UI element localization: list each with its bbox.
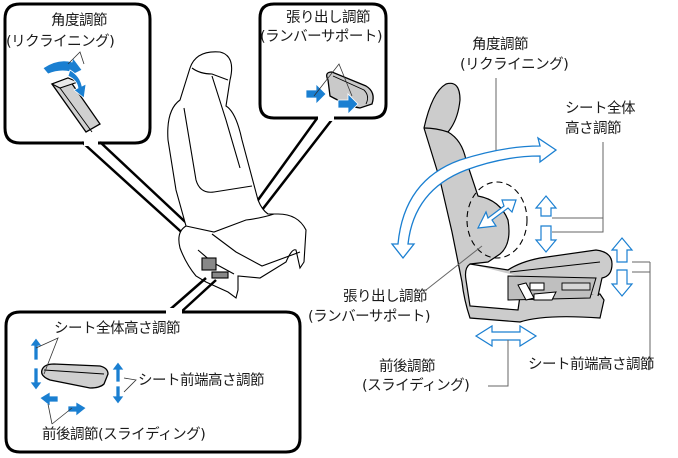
- seat-height-arrows: [534, 195, 634, 297]
- seat-side-view: [423, 82, 613, 323]
- seat-front-view: [167, 51, 307, 299]
- side-recline-subtitle: (リクライニング): [460, 57, 569, 73]
- callout-switch-front-height: シート前端高さ調節: [138, 373, 265, 389]
- slide-arrow: [474, 324, 538, 348]
- side-front-height: シート前端高さ調節: [528, 357, 655, 373]
- callout-switch: [4, 277, 302, 454]
- side-recline-title: 角度調節: [472, 37, 529, 53]
- side-lumbar-subtitle: (ランバーサポート): [308, 309, 431, 325]
- callout-lumbar-title: 張り出し調節: [286, 10, 371, 26]
- side-height-line2: 高さ調節: [565, 121, 622, 137]
- side-lumbar-title: 張り出し調節: [343, 289, 428, 305]
- seat-switch-icon: [29, 337, 137, 425]
- callout-recline-subtitle: (リクライニング): [6, 34, 115, 50]
- lumbar-arrow: [476, 199, 517, 229]
- lumbar-pad-icon: [305, 63, 374, 115]
- side-slide-subtitle: (スライディング): [362, 378, 470, 394]
- callout-switch-slide: 前後調節(スライディング): [42, 427, 206, 443]
- callout-lumbar: [204, 2, 388, 273]
- side-height-line1: シート全体: [565, 101, 636, 117]
- callout-lumbar-subtitle: (ランバーサポート): [260, 29, 383, 45]
- recline-lever-icon: [42, 51, 101, 133]
- recline-arc-arrow: [390, 136, 558, 260]
- callout-switch-height: シート全体高さ調節: [54, 321, 181, 337]
- callout-recline: [3, 2, 197, 239]
- side-slide-title: 前後調節: [379, 359, 436, 375]
- leader-lines: [425, 78, 651, 387]
- callout-recline-title: 角度調節: [51, 13, 108, 29]
